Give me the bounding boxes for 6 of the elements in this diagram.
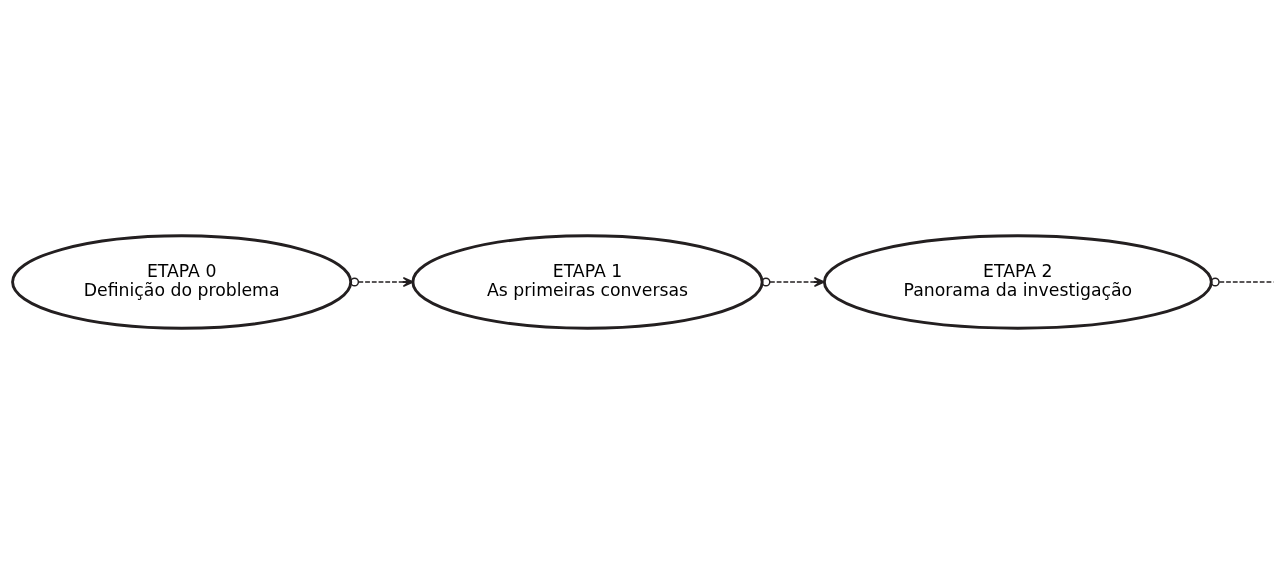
node-ellipse: ETAPA 2 Panorama da investigação <box>822 234 1213 330</box>
node-ellipse: ETAPA 1 As primeiras conversas <box>411 234 764 330</box>
arrow <box>349 276 414 288</box>
connector <box>1218 281 1275 283</box>
arrow <box>761 276 825 288</box>
node-ellipse: ETAPA 0 Definição do problema <box>11 234 353 330</box>
